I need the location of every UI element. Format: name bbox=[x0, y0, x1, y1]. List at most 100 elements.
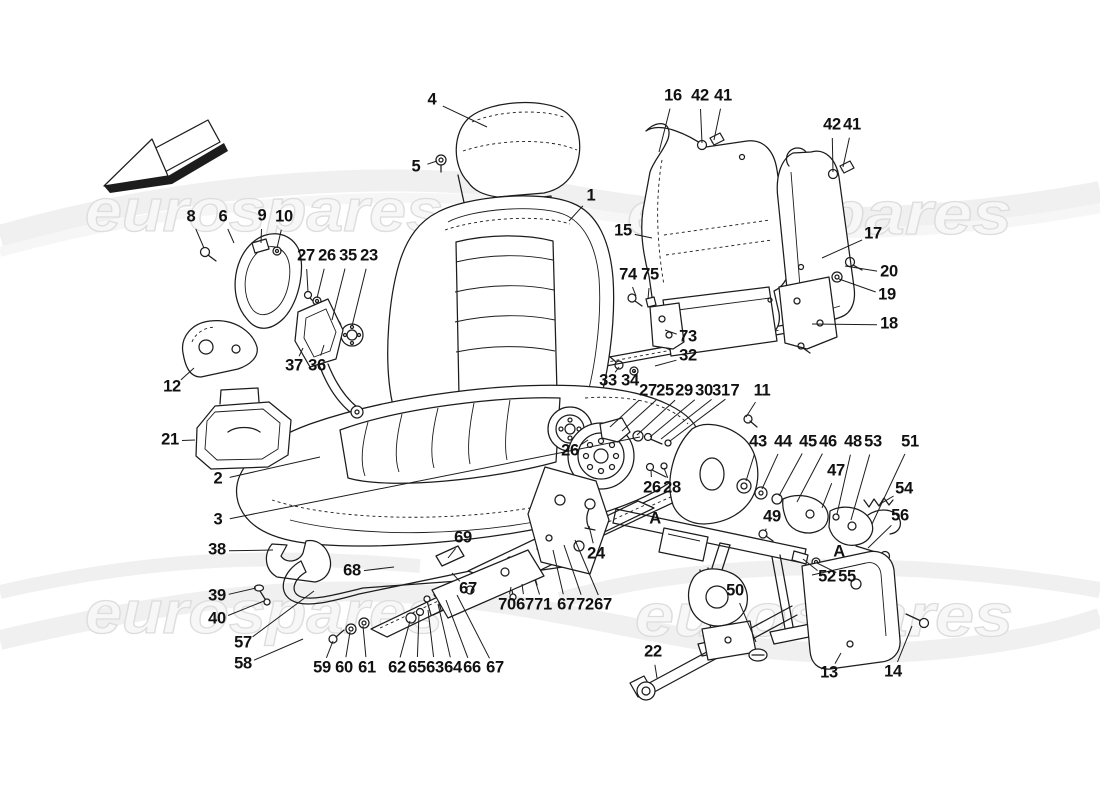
leader-line bbox=[633, 370, 635, 373]
seat-belt-buckle bbox=[294, 298, 364, 419]
part-number-label: 55 bbox=[838, 567, 856, 586]
part-number-label: 5 bbox=[411, 157, 421, 176]
leader-line bbox=[844, 265, 878, 272]
part-number-label: 45 bbox=[799, 432, 817, 451]
backrest-trim-panel-left bbox=[641, 122, 791, 357]
leader-line bbox=[362, 625, 367, 658]
leader-line bbox=[821, 483, 833, 509]
leader-line bbox=[427, 160, 438, 165]
leader-line bbox=[228, 549, 274, 552]
part-number-label: 67 bbox=[486, 658, 504, 677]
background-swoosh bbox=[0, 169, 1100, 664]
part-number-label: 3 bbox=[213, 510, 223, 529]
part-number-label: 67 bbox=[557, 595, 575, 614]
part-number-label: 41 bbox=[714, 86, 732, 105]
leader-line bbox=[654, 359, 677, 367]
leader-line bbox=[181, 439, 196, 441]
part-number-label: 39 bbox=[208, 586, 226, 605]
leader-line bbox=[325, 640, 334, 658]
part-number-label: 57 bbox=[234, 633, 252, 652]
leader-line bbox=[351, 268, 367, 327]
leader-line bbox=[437, 603, 451, 658]
leader-line bbox=[609, 399, 640, 428]
side-shield-panel-11 bbox=[584, 414, 759, 531]
part-number-label: 22 bbox=[644, 642, 662, 661]
part-number-label: 44 bbox=[774, 432, 792, 451]
part-number-label: 2 bbox=[213, 469, 223, 488]
part-number-label: 14 bbox=[884, 662, 902, 681]
leader-line bbox=[180, 367, 195, 381]
part-number-label: 53 bbox=[864, 432, 882, 451]
leader-line bbox=[871, 453, 906, 525]
part-number-label: 40 bbox=[208, 609, 226, 628]
leader-line bbox=[614, 366, 620, 373]
leader-line bbox=[363, 566, 395, 572]
bracket-73-screws bbox=[608, 293, 685, 376]
part-number-label: 29 bbox=[675, 381, 693, 400]
part-number-label: 58 bbox=[234, 654, 252, 673]
part-number-label: 27 bbox=[297, 246, 315, 265]
part-number-label: 69 bbox=[454, 528, 472, 547]
part-number-label: 61 bbox=[358, 658, 376, 677]
leader-line bbox=[227, 228, 235, 244]
hook-plate-38 bbox=[253, 539, 332, 606]
leader-line bbox=[647, 287, 650, 300]
part-number-label: 43 bbox=[749, 432, 767, 451]
part-number-label: 8 bbox=[186, 207, 196, 226]
part-number-label: 32 bbox=[679, 346, 697, 365]
part-number-label: 37 bbox=[285, 356, 303, 375]
part-number-label: 68 bbox=[343, 561, 361, 580]
part-number-label: 46 bbox=[819, 432, 837, 451]
side-panel-13 bbox=[801, 550, 930, 670]
part-number-label: 60 bbox=[335, 658, 353, 677]
part-number-label: 21 bbox=[161, 430, 179, 449]
leader-line bbox=[660, 399, 712, 440]
leader-line bbox=[229, 456, 321, 478]
part-number-label: 31 bbox=[712, 381, 730, 400]
zone-marker-label: A bbox=[833, 542, 845, 561]
part-number-label: 67 bbox=[516, 595, 534, 614]
part-number-label: 54 bbox=[895, 479, 913, 498]
part-number-label: 63 bbox=[426, 658, 444, 677]
leader-line bbox=[442, 105, 488, 128]
leader-line bbox=[345, 631, 351, 658]
part-number-label: 7 bbox=[730, 381, 740, 400]
part-number-label: 9 bbox=[257, 206, 267, 225]
leader-line bbox=[764, 528, 767, 532]
part-number-label: 74 bbox=[619, 265, 637, 284]
leader-line bbox=[778, 453, 803, 497]
part-number-label: 56 bbox=[891, 506, 909, 525]
part-number-label: 48 bbox=[844, 432, 862, 451]
leader-line bbox=[568, 205, 584, 222]
leader-line bbox=[316, 268, 325, 299]
part-number-label: 15 bbox=[614, 221, 632, 240]
leader-line bbox=[621, 399, 657, 432]
part-number-label: 4 bbox=[427, 90, 437, 109]
part-number-label: 67 bbox=[459, 579, 477, 598]
leader-line bbox=[521, 583, 524, 595]
leader-line bbox=[745, 454, 755, 482]
part-number-label: 42 bbox=[691, 86, 709, 105]
leader-line bbox=[713, 108, 721, 141]
leader-line bbox=[253, 638, 304, 661]
part-number-label: 10 bbox=[275, 207, 293, 226]
leader-line bbox=[796, 453, 823, 503]
leader-line bbox=[821, 239, 863, 259]
leader-lines-layer bbox=[180, 105, 913, 679]
part-number-label: 47 bbox=[827, 461, 845, 480]
part-number-label: 49 bbox=[763, 507, 781, 526]
part-number-label: 33 bbox=[599, 371, 617, 390]
leader-line bbox=[850, 454, 871, 521]
watermark-top-left: eurospares bbox=[85, 177, 443, 244]
leader-line bbox=[649, 399, 696, 438]
leader-line bbox=[831, 137, 834, 173]
leader-line bbox=[445, 599, 469, 658]
leader-line bbox=[399, 620, 411, 658]
leader-line bbox=[456, 594, 490, 659]
leader-line bbox=[260, 228, 262, 244]
leader-line bbox=[663, 467, 669, 478]
part-number-label: 6 bbox=[218, 207, 228, 226]
leader-line bbox=[227, 600, 265, 616]
bent-tube-68 bbox=[282, 556, 564, 644]
leader-line bbox=[802, 558, 818, 571]
